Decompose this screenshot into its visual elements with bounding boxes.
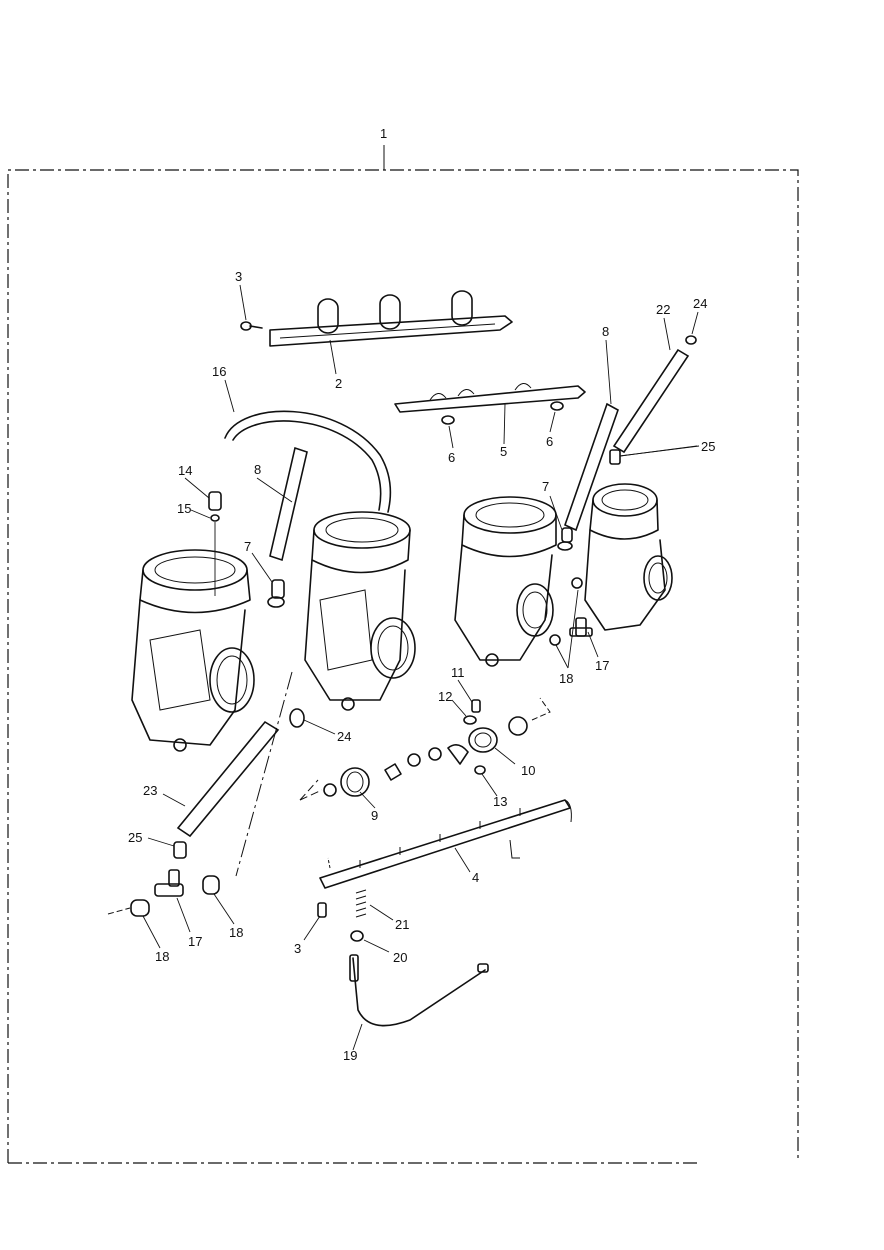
callout-15: 15 <box>177 501 191 516</box>
callout-7-left: 7 <box>244 539 251 554</box>
fitting-7-right-part <box>557 527 573 551</box>
callout-19: 19 <box>343 1048 357 1063</box>
axis-line-left <box>235 671 293 877</box>
callout-25-top: 25 <box>701 439 715 454</box>
fuel-rail-4-part <box>319 799 572 889</box>
carburettor-1 <box>131 549 255 752</box>
bush-part <box>441 401 564 425</box>
callout-8-right: 8 <box>602 324 609 339</box>
callout-22: 22 <box>656 302 670 317</box>
callout-2: 2 <box>335 376 342 391</box>
hose-22-part <box>612 348 690 454</box>
callout-17-lower: 17 <box>188 934 202 949</box>
callout-10: 10 <box>521 763 535 778</box>
bush-18b-part <box>202 875 220 895</box>
bush-18a-part <box>130 899 150 917</box>
leader-lines <box>142 284 700 1051</box>
spring-21-part <box>355 889 367 918</box>
callout-21: 21 <box>395 917 409 932</box>
linkage-parts <box>299 697 551 801</box>
callout-11: 11 <box>451 665 465 680</box>
axis-line-lower <box>107 907 131 915</box>
callout-24-mid: 24 <box>337 729 351 744</box>
callout-18-right: 18 <box>559 671 573 686</box>
cap-14-part <box>208 491 222 596</box>
bush-18d-part <box>571 577 583 589</box>
screw-top-part <box>240 321 263 331</box>
mounting-bracket-part <box>394 383 586 413</box>
callout-14: 14 <box>178 463 192 478</box>
bush-18c-part <box>549 634 561 646</box>
callout-9: 9 <box>371 808 378 823</box>
vent-hose-long-inner <box>232 420 382 511</box>
clip-24-lower-part <box>289 708 305 728</box>
callout-1: 1 <box>380 126 387 141</box>
throttle-bracket-part <box>269 290 513 347</box>
callout-6-left: 6 <box>448 450 455 465</box>
callout-8-left: 8 <box>254 462 261 477</box>
callout-23: 23 <box>143 783 157 798</box>
fitting-17-right-part <box>569 617 593 637</box>
cable-19-part <box>349 954 489 1027</box>
vent-hose-long-part <box>224 410 392 513</box>
callout-17-right: 17 <box>595 658 609 673</box>
callout-16: 16 <box>212 364 226 379</box>
callout-25-lower: 25 <box>128 830 142 845</box>
callout-18-lower-left: 18 <box>155 949 169 964</box>
callout-7-right: 7 <box>542 479 549 494</box>
carburettor-4 <box>584 483 673 631</box>
t-piece-17-part <box>154 869 184 897</box>
callout-18-lower-right: 18 <box>229 925 243 940</box>
callout-3-top: 3 <box>235 269 242 284</box>
carburettor-3 <box>454 496 557 667</box>
assembly-boundary <box>7 145 799 1164</box>
carburettor-2 <box>304 511 416 711</box>
fitting-7-left-part <box>267 579 285 608</box>
washer-20-part <box>350 930 364 942</box>
screw-3-lower-part <box>317 902 327 918</box>
fuel-hose-left-part <box>269 446 308 562</box>
fuel-hose-right-part <box>564 402 619 532</box>
cap-25-lower-part <box>173 841 187 859</box>
callout-3-lower: 3 <box>294 941 301 956</box>
callout-6-right: 6 <box>546 434 553 449</box>
callout-labels: 1 2 3 16 22 24 8 25 5 6 6 14 8 15 7 7 17… <box>128 126 715 1063</box>
callout-12: 12 <box>438 689 452 704</box>
callout-4: 4 <box>472 870 479 885</box>
hose-23-part <box>176 720 280 838</box>
cap-25-part <box>609 449 621 465</box>
callout-24-top: 24 <box>693 296 707 311</box>
callout-5: 5 <box>500 444 507 459</box>
callout-13: 13 <box>493 794 507 809</box>
callout-20: 20 <box>393 950 407 965</box>
clip-24-part <box>685 335 697 345</box>
